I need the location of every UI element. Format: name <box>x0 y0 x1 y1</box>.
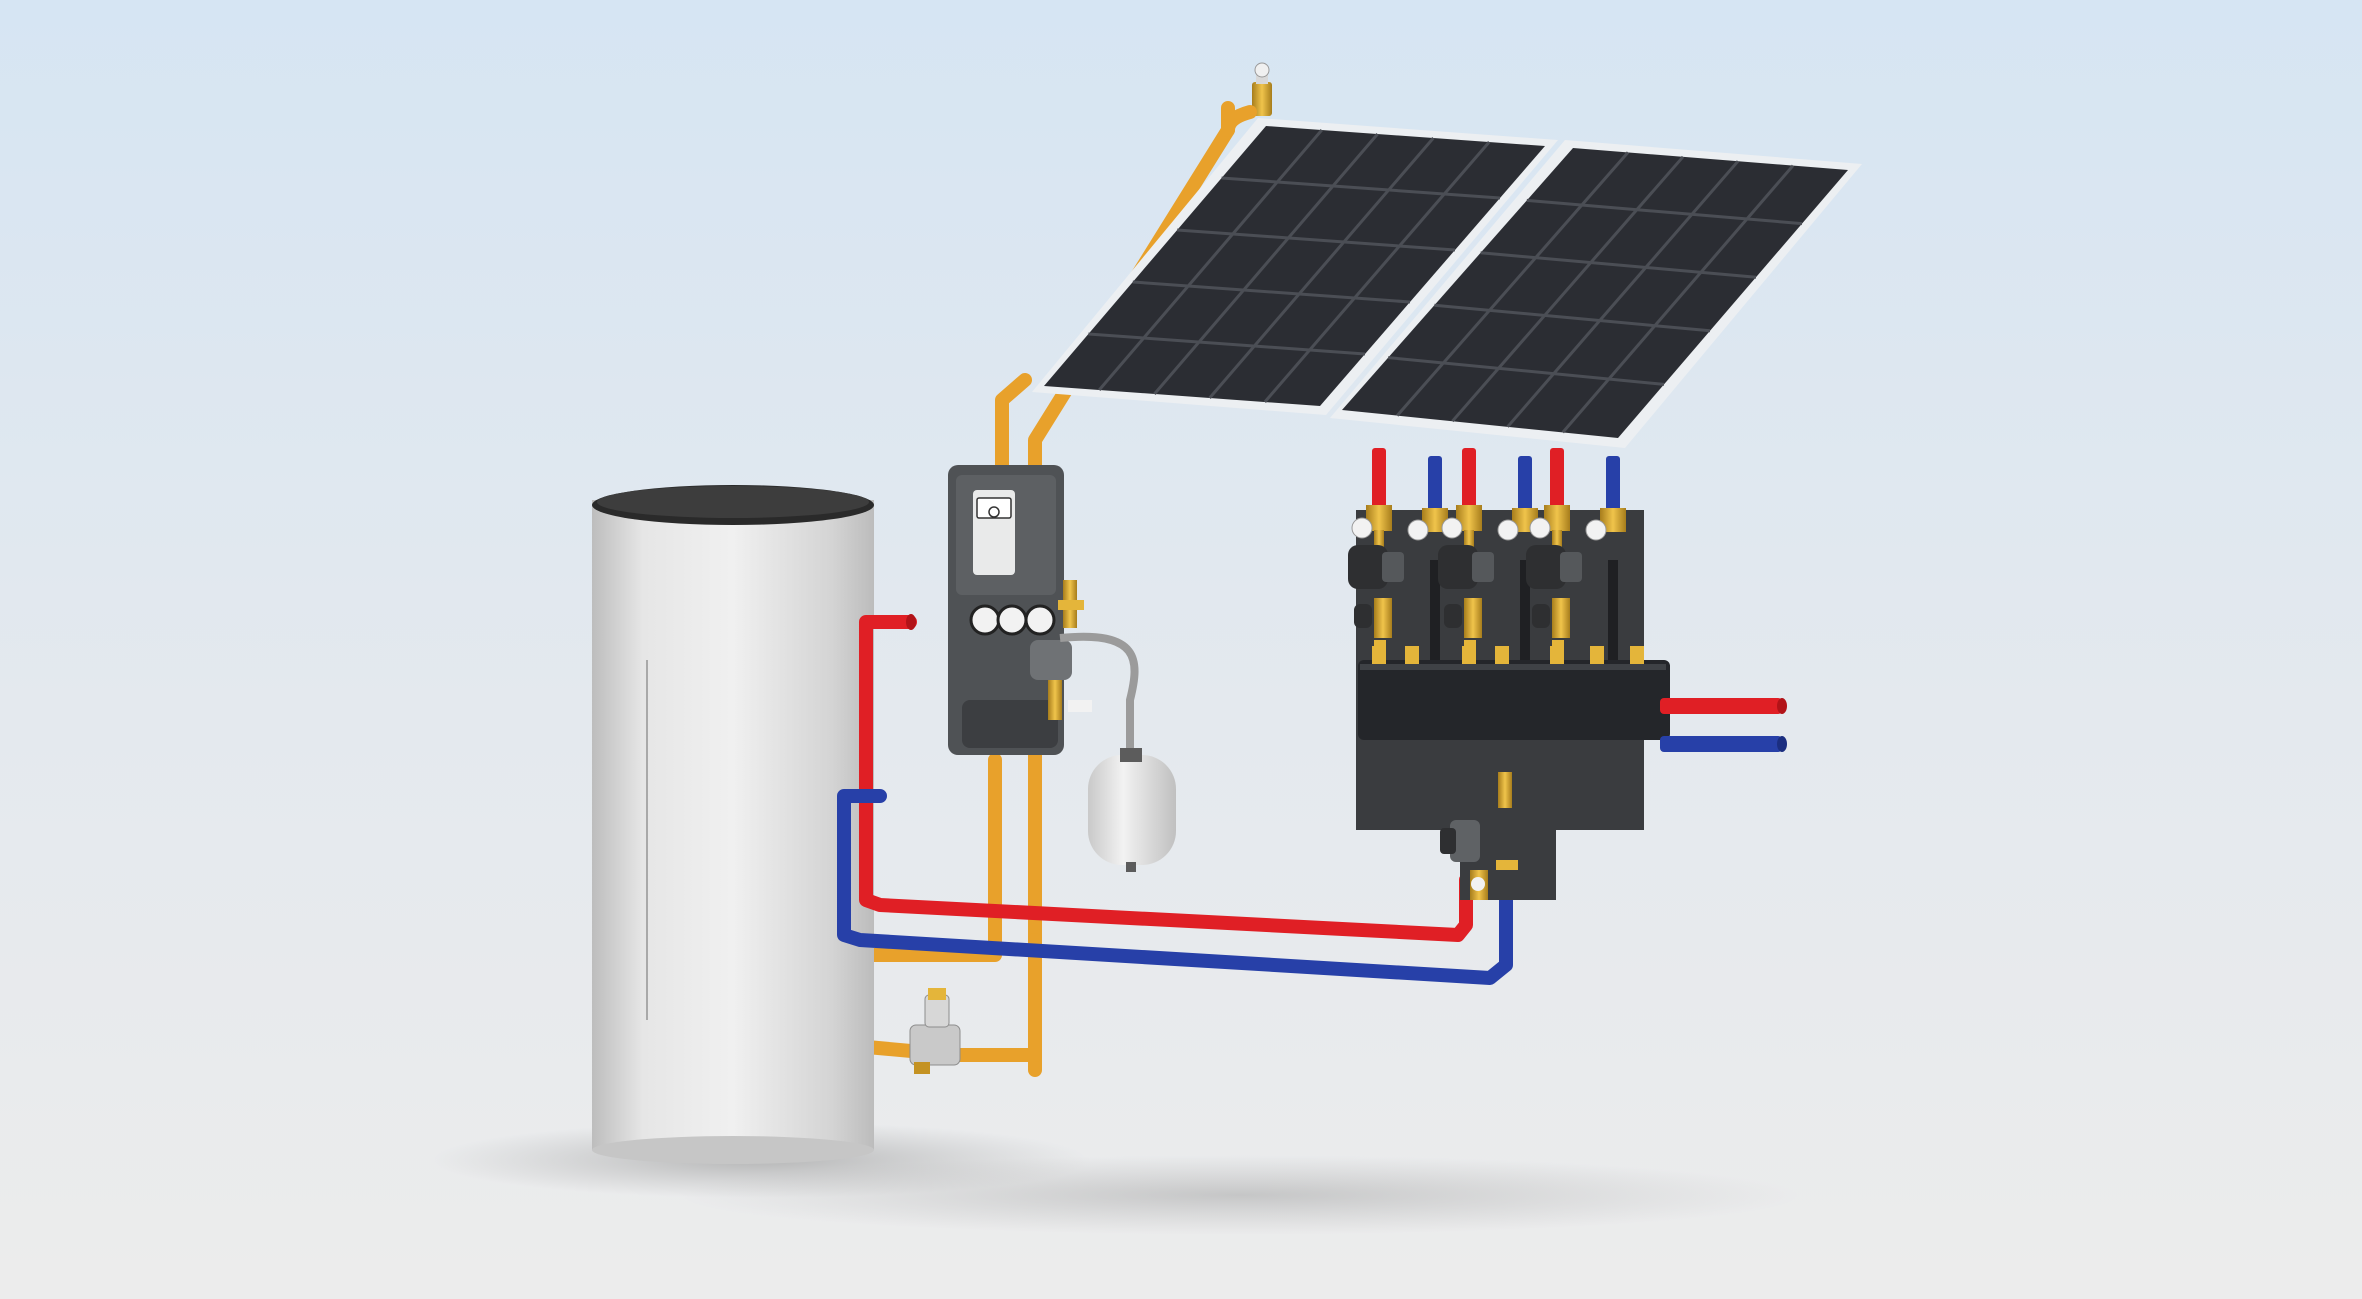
panel-cell-divider <box>1132 280 1411 304</box>
circuit-pump <box>1348 545 1388 589</box>
panel-cell-divider <box>1480 251 1757 279</box>
panel-cell-divider <box>1153 133 1379 395</box>
circuit-pump-motor <box>1472 552 1494 582</box>
circuit-thermometer-icon <box>1529 517 1551 539</box>
solar-pump <box>1030 640 1072 680</box>
system-shadow <box>680 1155 1800 1235</box>
header-supply-outlet <box>1660 698 1782 714</box>
heating-circuits <box>1348 448 1644 664</box>
panel-cell-divider <box>1221 176 1501 200</box>
panel-cell-divider <box>1208 137 1435 399</box>
circuit-pump-motor <box>1382 552 1404 582</box>
header-fitting <box>1372 646 1386 664</box>
circuit-mixing-valve <box>1374 598 1392 638</box>
panel-cell-divider <box>1526 198 1803 226</box>
panel-cell-divider <box>1561 164 1795 434</box>
circuit-thermometer-icon <box>1351 517 1373 539</box>
panel-cell-divider <box>1263 141 1491 403</box>
panel-cell-divider <box>1098 129 1323 391</box>
panel-cell-divider <box>1434 303 1711 333</box>
circuit-pump <box>1438 545 1478 589</box>
circuit-return-riser <box>1430 560 1440 660</box>
header-return-outlet <box>1660 736 1782 752</box>
header-fitting <box>1630 646 1644 664</box>
circuit-actuator <box>1354 604 1372 628</box>
circuit-pump <box>1526 545 1566 589</box>
supply-pipe-end <box>906 614 916 630</box>
circuit-actuator <box>1532 604 1550 628</box>
circuit-supply-pipe <box>1550 448 1564 518</box>
circuit-thermometer-icon <box>1497 519 1519 541</box>
circuit-thermometer-icon <box>1585 519 1607 541</box>
header-fitting <box>1550 646 1564 664</box>
expansion-hose <box>1059 632 1139 760</box>
solar-collector-left <box>1032 118 1558 415</box>
flow-gauge-icon <box>1024 604 1056 636</box>
panel-cell-divider <box>1506 160 1740 428</box>
circuit-return-riser <box>1520 560 1530 660</box>
mixing-valve <box>909 988 961 1074</box>
solar-collector-right <box>1330 140 1862 448</box>
panel-cell-divider <box>1088 332 1366 356</box>
hydraulic-header <box>1358 660 1787 752</box>
pressure-gauge-icon <box>969 604 1001 636</box>
circuit-mixing-valve <box>1464 598 1482 638</box>
header-fitting <box>1405 646 1419 664</box>
storage-tank <box>592 485 874 1164</box>
panel-cell-divider <box>1177 228 1456 252</box>
circuit-mixing-valve <box>1552 598 1570 638</box>
circuit-return-pipe <box>1518 456 1532 518</box>
tank-supply-pipe <box>859 615 1473 942</box>
circuit-return-pipe <box>1428 456 1442 518</box>
circuit-thermometer-icon <box>1407 519 1429 541</box>
header-fitting <box>1462 646 1476 664</box>
circuit-supply-pipe <box>1462 448 1476 518</box>
circuit-return-pipe <box>1606 456 1620 518</box>
tank-return-pipe <box>837 789 1513 985</box>
circuit-return-riser <box>1608 560 1618 660</box>
boiler-pump-group <box>1440 772 1518 900</box>
circuit-pump-motor <box>1560 552 1582 582</box>
vent-connection-pipe <box>1221 105 1257 137</box>
panel-cell-divider <box>1396 151 1630 417</box>
header-fitting <box>1495 646 1509 664</box>
expansion-vessel <box>1088 748 1176 872</box>
panel-cell-divider <box>1451 155 1685 423</box>
solar-pump-station <box>948 465 1092 755</box>
temperature-gauge-icon <box>996 604 1028 636</box>
panel-cell-divider <box>1388 356 1665 386</box>
circuit-actuator <box>1444 604 1462 628</box>
circuit-supply-pipe <box>1372 448 1386 518</box>
air-vent-collector <box>1252 62 1272 116</box>
circuit-thermometer-icon <box>1441 517 1463 539</box>
header-fitting <box>1590 646 1604 664</box>
